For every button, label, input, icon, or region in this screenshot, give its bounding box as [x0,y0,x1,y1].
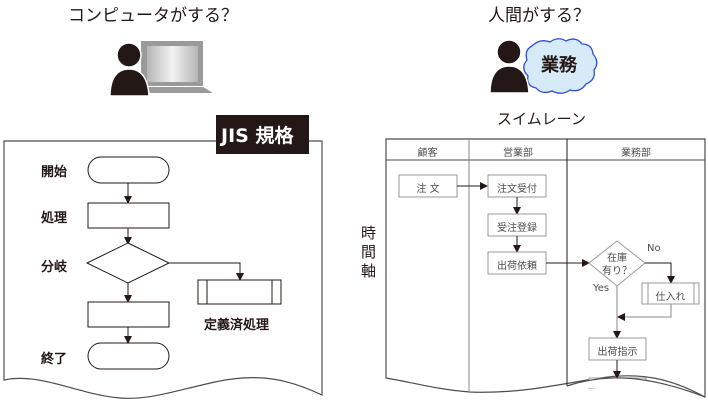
label-process: 処理 [41,211,68,226]
jis-badge-bg [216,115,309,154]
node-stock-text-2: 有り？ [602,266,632,277]
node-stock-text-1: 在庫 [607,253,627,264]
person-with-laptop-icon [109,41,213,97]
label-predefined: 定義済処理 [204,318,270,333]
node-shipping-instruction-text: 出荷指示 [597,347,638,358]
person-body [109,68,150,97]
time-axis-label: 時 間 軸 [361,224,376,281]
laptop-screen [147,46,198,82]
terminator-end [87,342,170,370]
node-order-text: 注 文 [416,184,440,195]
label-start: 開始 [41,165,68,180]
swimlane-subtitle: スイムレーン [497,110,586,128]
predefined-process-box [197,279,282,305]
time-axis-char: 軸 [361,262,377,280]
branch-yes-label: Yes [593,283,610,294]
person-body [489,65,530,94]
thought-bubble [523,38,598,94]
time-axis-char: 間 [361,243,377,261]
lane-header-sales: 営業部 [503,148,533,159]
left-document-frame [3,140,323,399]
terminator-start [87,156,170,184]
process-box-2 [87,301,170,328]
left-title: コンピュータがする？ [68,6,238,26]
node-order-entry-text: 受注登録 [497,223,537,234]
laptop-base [148,87,213,93]
swimlane-frame [385,138,706,399]
lane-header-operations: 業務部 [621,148,651,159]
bubble-text: 業務 [541,55,577,76]
node-order-receipt-text: 注文受付 [497,184,537,195]
time-axis-char: 時 [361,224,377,242]
person-head [116,42,142,68]
lane-header-customer: 顧客 [417,148,438,159]
right-title: 人間がする？ [488,6,590,26]
node-purchase-text: 仕入れ [655,292,686,303]
process-box [87,202,170,229]
person-with-thought-bubble-icon [489,38,598,94]
person-head [496,39,522,65]
jis-badge: JIS 規格 [221,125,294,147]
label-decision: 分岐 [41,260,68,275]
label-end: 終了 [41,352,68,367]
decision-diamond [85,242,171,284]
branch-no-label: No [647,243,661,254]
node-shipping-request-text: 出荷依頼 [497,261,537,272]
